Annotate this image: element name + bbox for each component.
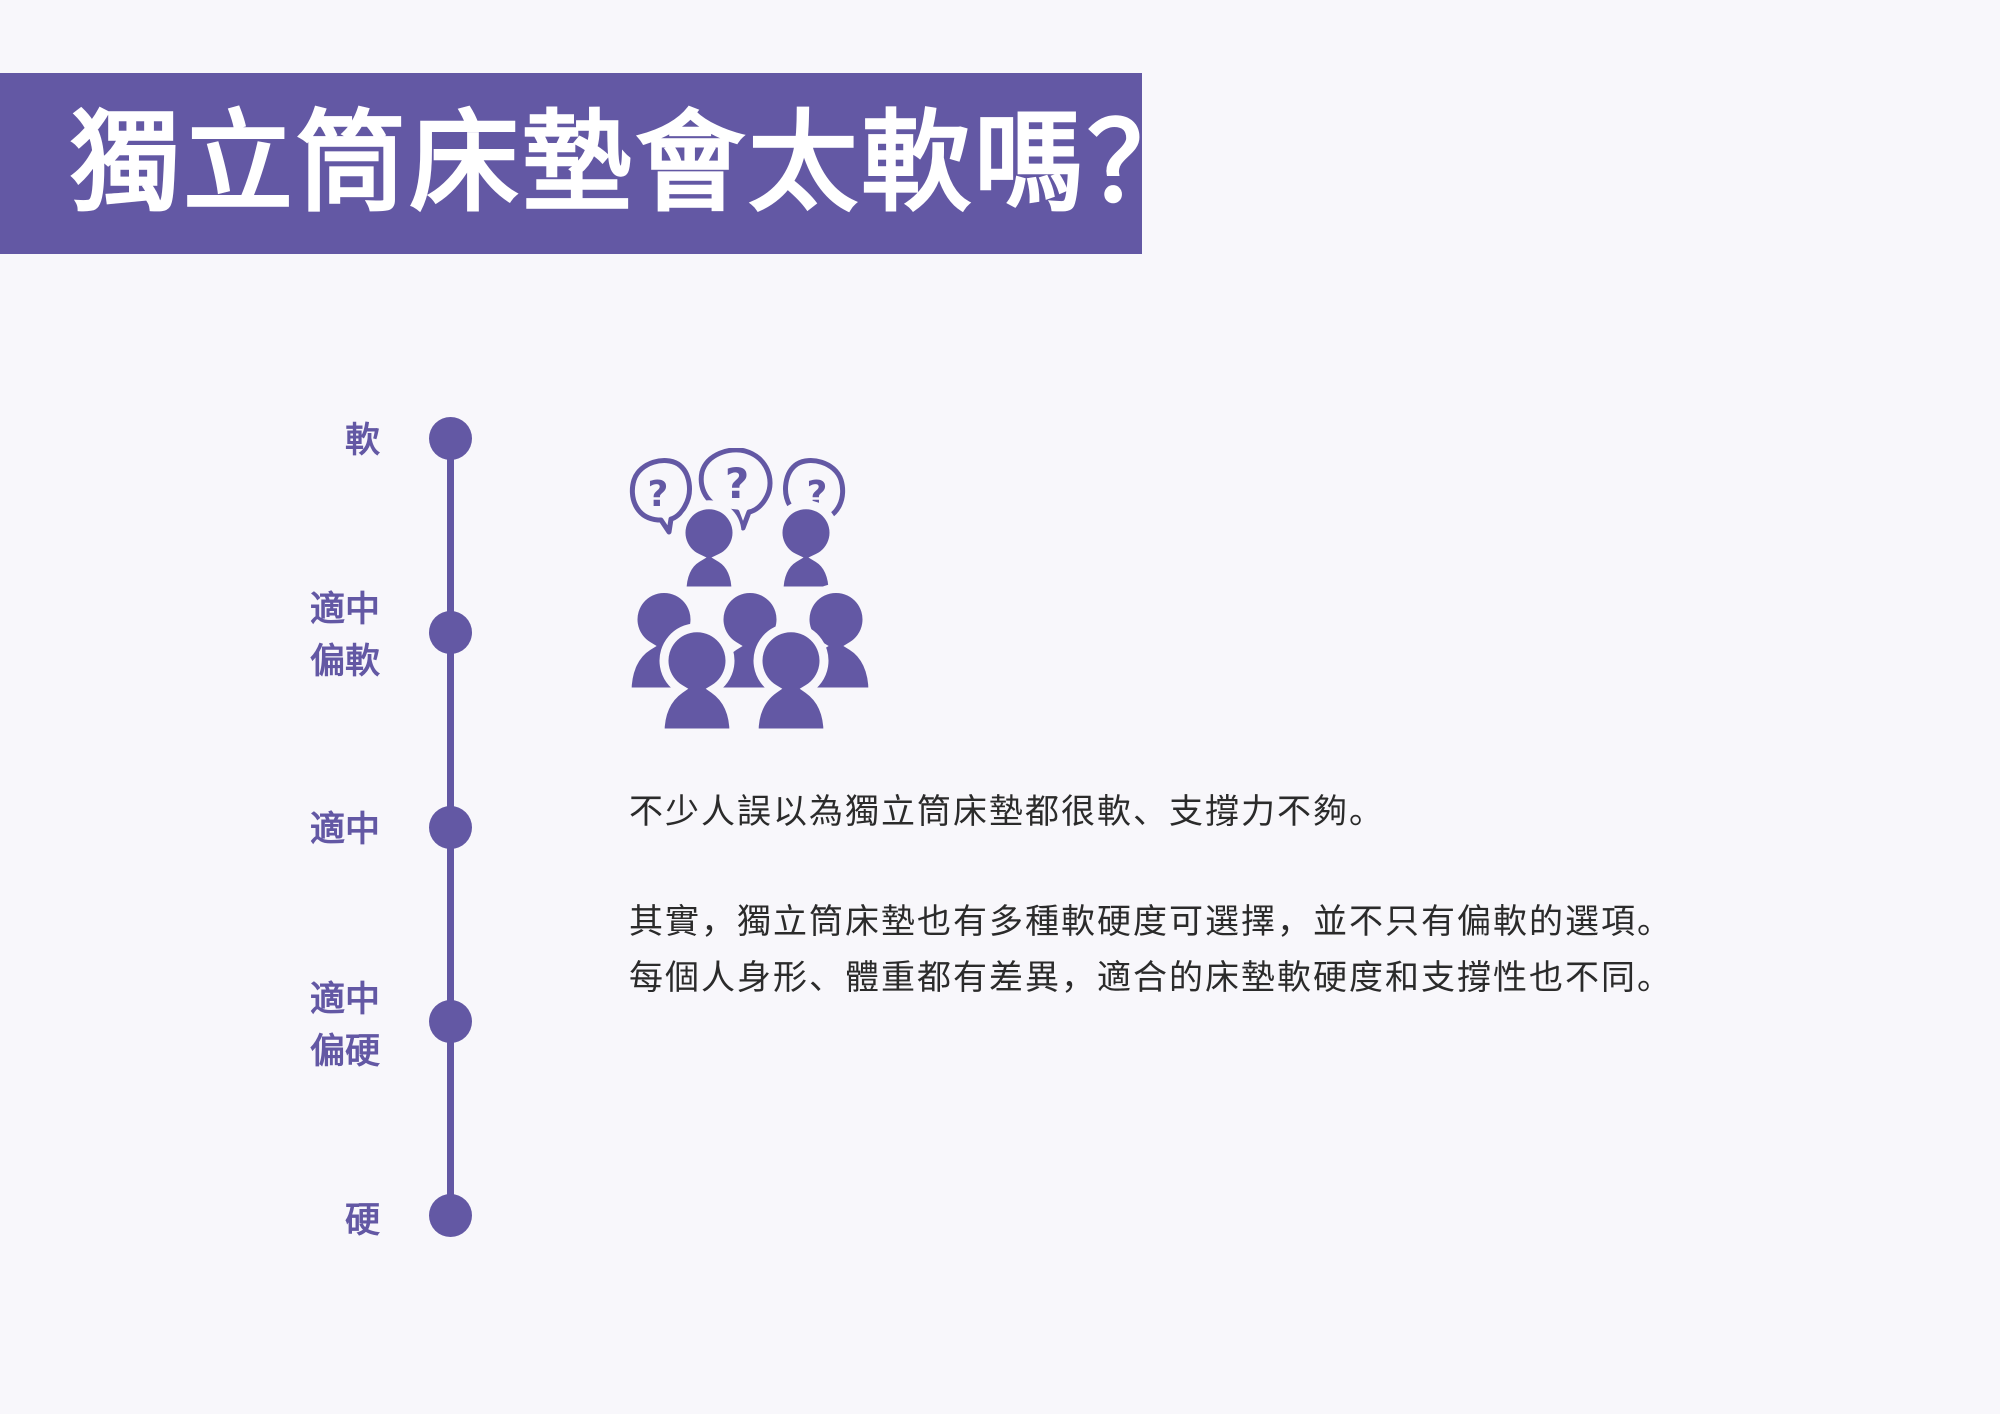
scale-dot-soft [429, 417, 472, 460]
svg-text:?: ? [725, 459, 749, 508]
scale-label-soft: 軟 [344, 421, 380, 461]
scale-label-firm: 硬 [344, 1201, 380, 1241]
crowd-question-icon: ? ? ? [622, 447, 878, 738]
svg-text:?: ? [648, 474, 669, 515]
scale-dot-medium-firm [429, 1000, 472, 1043]
scale-label-medium-soft: 適中 偏軟 [309, 590, 380, 682]
page-title: 獨立筒床墊會太軟嗎？ [70, 99, 1200, 227]
paragraph-misconception: 不少人誤以為獨立筒床墊都很軟、支撐力不夠。 [629, 792, 1385, 832]
title-banner: 獨立筒床墊會太軟嗎？ [0, 73, 1197, 254]
paragraph-options: 其實，獨立筒床墊也有多種軟硬度可選擇，並不只有偏軟的選項。 [629, 902, 1673, 942]
scale-label-medium-firm: 適中 偏硬 [309, 980, 380, 1072]
scale-dot-medium [429, 806, 472, 849]
scale-dot-medium-soft [429, 611, 472, 654]
scale-label-medium: 適中 [309, 810, 380, 850]
paragraph-individual-needs: 每個人身形、體重都有差異，適合的床墊軟硬度和支撐性也不同。 [629, 958, 1673, 998]
scale-dot-firm [429, 1194, 472, 1237]
crowd-question-icon-svg: ? ? ? [622, 447, 878, 738]
